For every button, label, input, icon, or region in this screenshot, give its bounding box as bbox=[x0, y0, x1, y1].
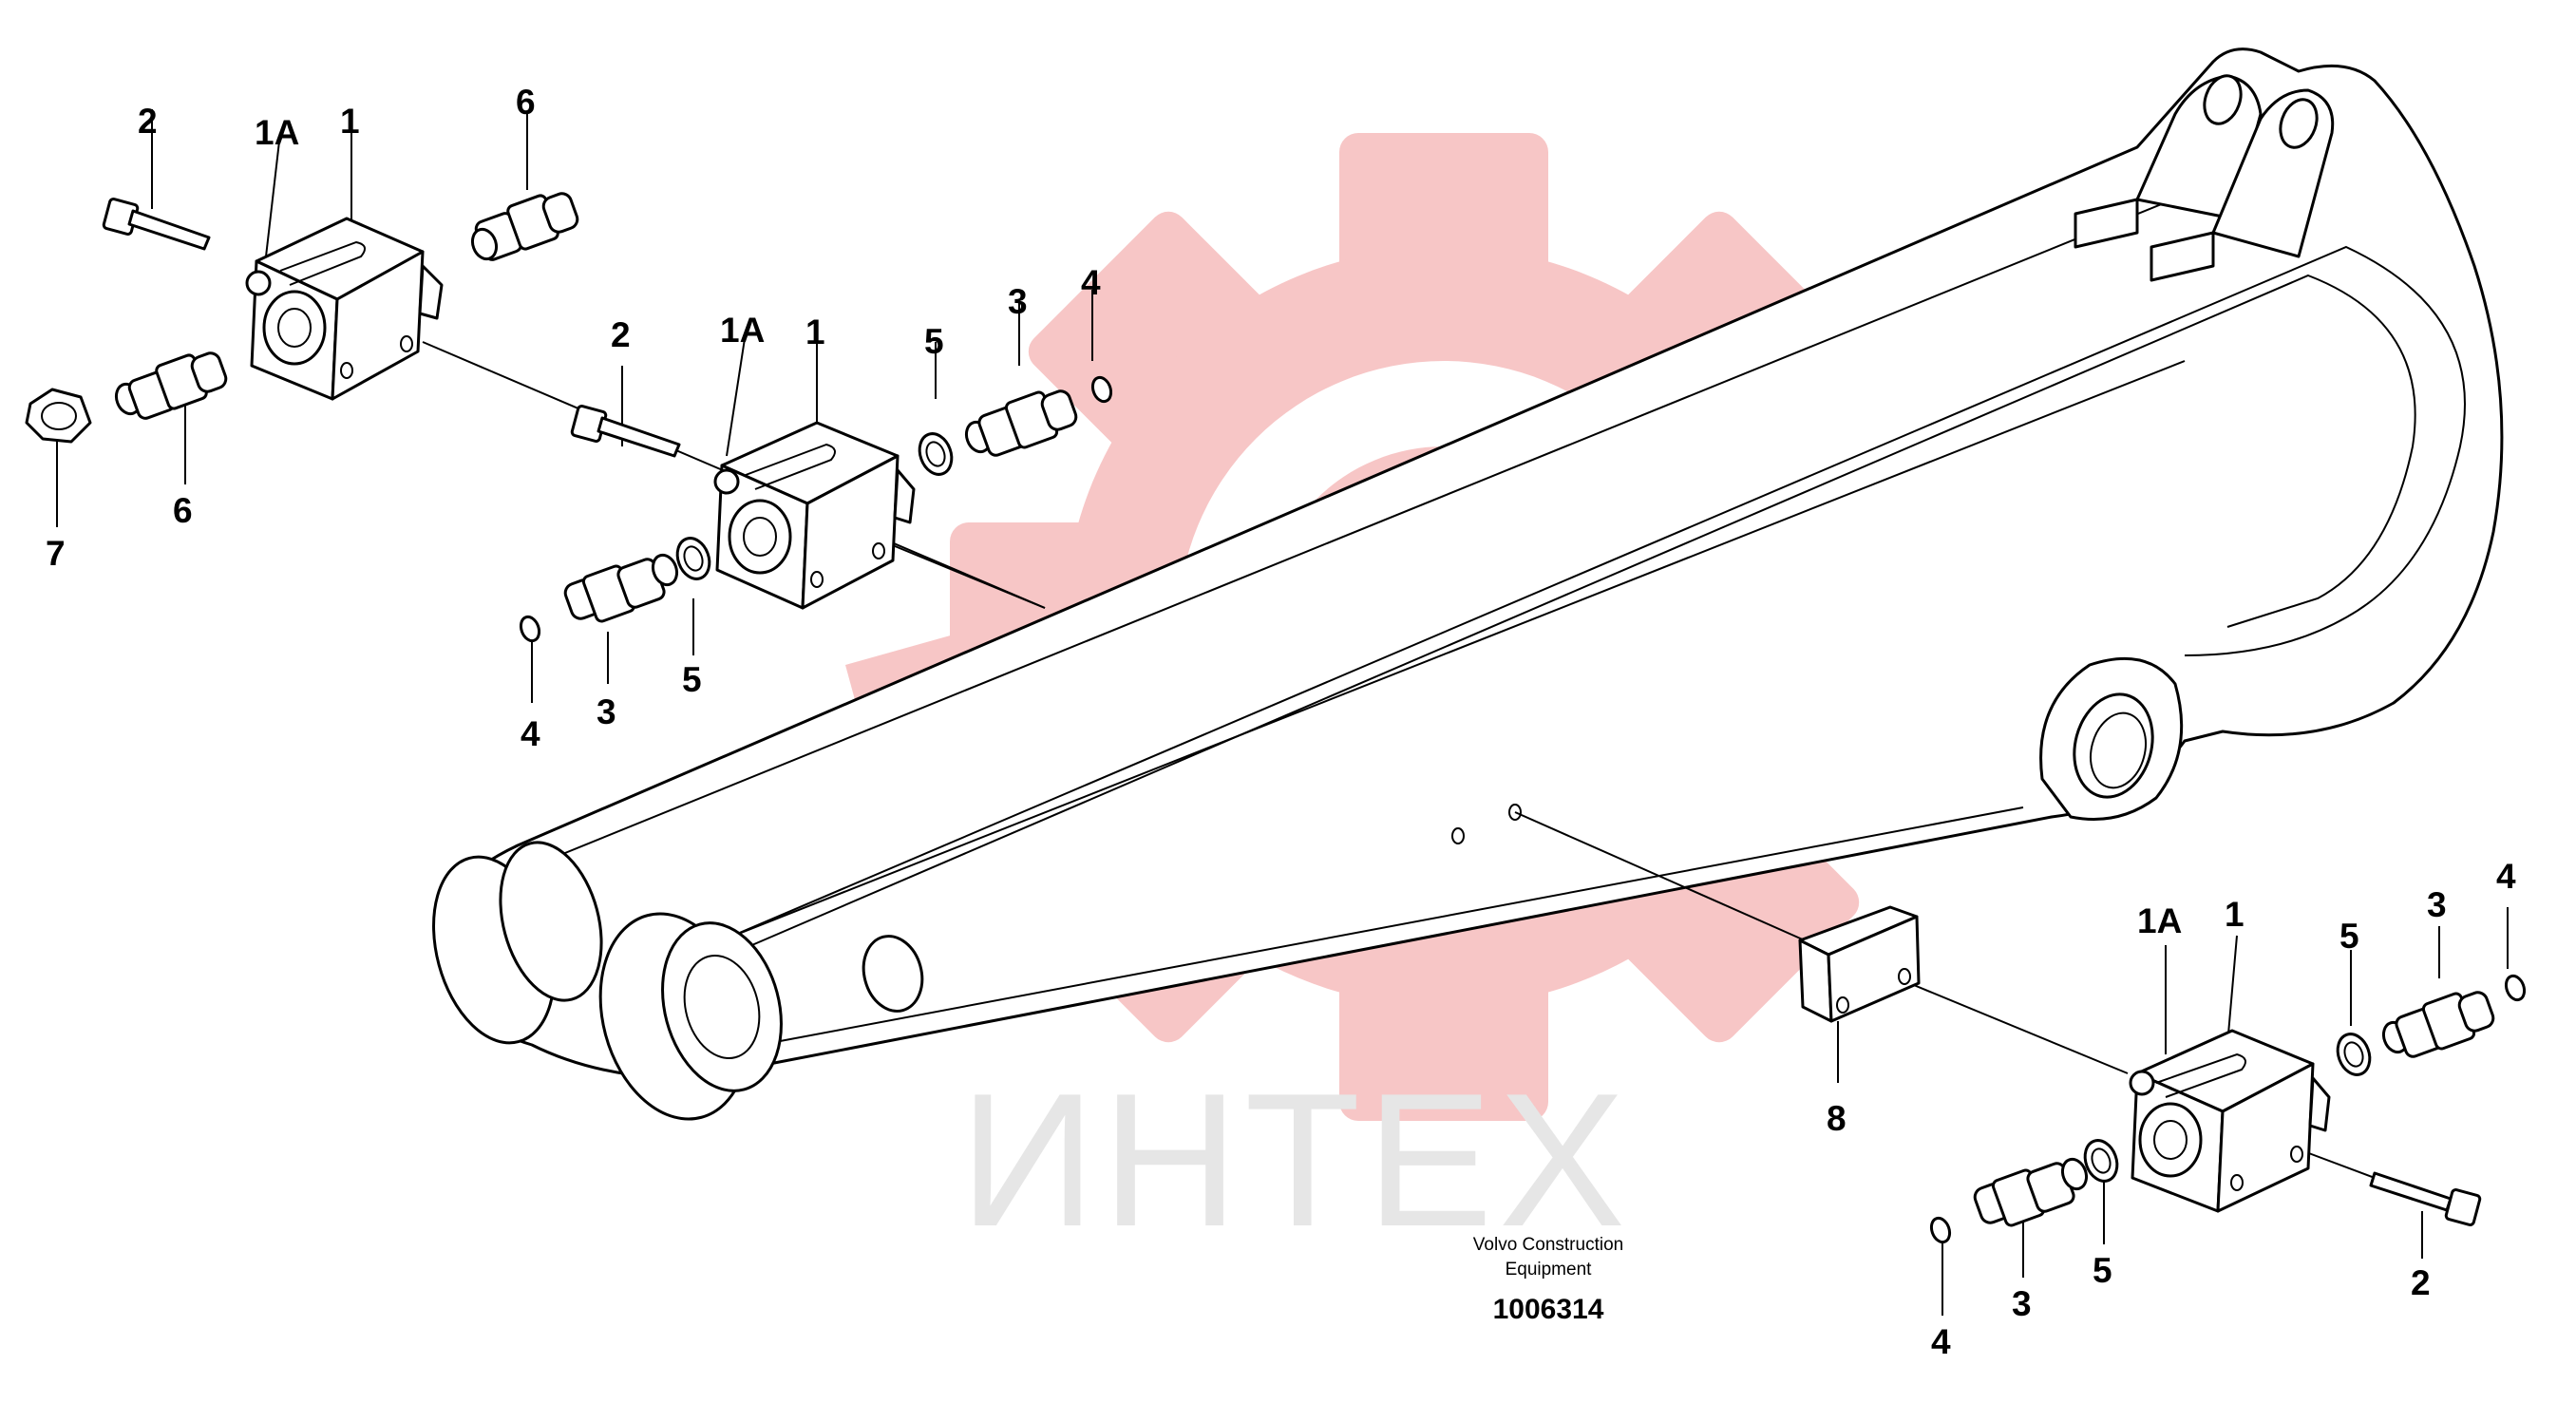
fitting-3 bbox=[563, 553, 679, 623]
callout-1A: 1A bbox=[720, 311, 765, 350]
callout-1A: 1A bbox=[255, 113, 299, 152]
callout-8: 8 bbox=[1827, 1099, 1847, 1138]
assembly-group-1 bbox=[25, 192, 579, 444]
callout-5: 5 bbox=[2093, 1251, 2112, 1290]
o-ring-4 bbox=[1090, 375, 1113, 404]
seal-5 bbox=[675, 537, 711, 580]
callout-4: 4 bbox=[1931, 1322, 1951, 1361]
callout-2: 2 bbox=[611, 315, 631, 354]
callout-4: 4 bbox=[2496, 857, 2516, 896]
callout-5: 5 bbox=[924, 322, 944, 361]
callout-1: 1 bbox=[340, 102, 360, 141]
callout-7: 7 bbox=[46, 534, 66, 573]
fitting-6-lower bbox=[114, 351, 228, 420]
assembly-group-3 bbox=[1798, 905, 2527, 1244]
o-ring-4 bbox=[2504, 974, 2527, 1002]
callout-5: 5 bbox=[2339, 917, 2359, 956]
callout-2: 2 bbox=[138, 102, 158, 141]
callout-3: 3 bbox=[1008, 282, 1028, 321]
seal-5 bbox=[918, 432, 954, 476]
callout-4: 4 bbox=[1081, 263, 1101, 302]
callout-1: 1 bbox=[2225, 895, 2245, 934]
block-8 bbox=[1798, 905, 1921, 1023]
callout-3: 3 bbox=[597, 692, 616, 731]
callout-4: 4 bbox=[521, 714, 540, 753]
bolt-2 bbox=[102, 198, 211, 251]
o-ring-4 bbox=[1929, 1216, 1952, 1244]
company-name-line1: Volvo Construction bbox=[1473, 1235, 1623, 1255]
bolt-2 bbox=[2369, 1171, 2482, 1226]
o-ring-4 bbox=[519, 615, 541, 643]
valve-body-1 bbox=[713, 421, 916, 610]
fitting-6-upper bbox=[470, 192, 579, 261]
boom-arm bbox=[432, 47, 2504, 1121]
watermark-text: ИНТЕХ bbox=[959, 1054, 1631, 1266]
bolt-2 bbox=[570, 405, 681, 458]
valve-body-1 bbox=[2129, 1029, 2331, 1213]
seal-5 bbox=[2083, 1139, 2119, 1183]
nut-7 bbox=[25, 388, 92, 444]
callout-3: 3 bbox=[2012, 1284, 2032, 1323]
callout-labels: 2 1A 1 6 6 7 2 1A 1 5 3 4 4 3 5 1A 1 5 3… bbox=[46, 83, 2516, 1361]
caption-block: Volvo Construction Equipment 1006314 bbox=[1473, 1235, 1623, 1325]
callout-1A: 1A bbox=[2137, 901, 2182, 940]
fitting-3 bbox=[964, 389, 1078, 457]
document-number: 1006314 bbox=[1493, 1294, 1604, 1325]
callout-5: 5 bbox=[682, 660, 702, 699]
callout-2: 2 bbox=[2411, 1263, 2431, 1302]
callout-6: 6 bbox=[516, 83, 536, 122]
seal-5 bbox=[2336, 1033, 2372, 1076]
callout-6: 6 bbox=[173, 491, 193, 530]
assembly-group-2 bbox=[519, 375, 1113, 643]
fitting-3 bbox=[1973, 1157, 2089, 1227]
valve-body-1 bbox=[245, 217, 444, 401]
fitting-3 bbox=[2381, 991, 2495, 1058]
callout-1: 1 bbox=[805, 313, 825, 351]
callout-3: 3 bbox=[2427, 885, 2447, 924]
company-name-line2: Equipment bbox=[1506, 1260, 1593, 1280]
